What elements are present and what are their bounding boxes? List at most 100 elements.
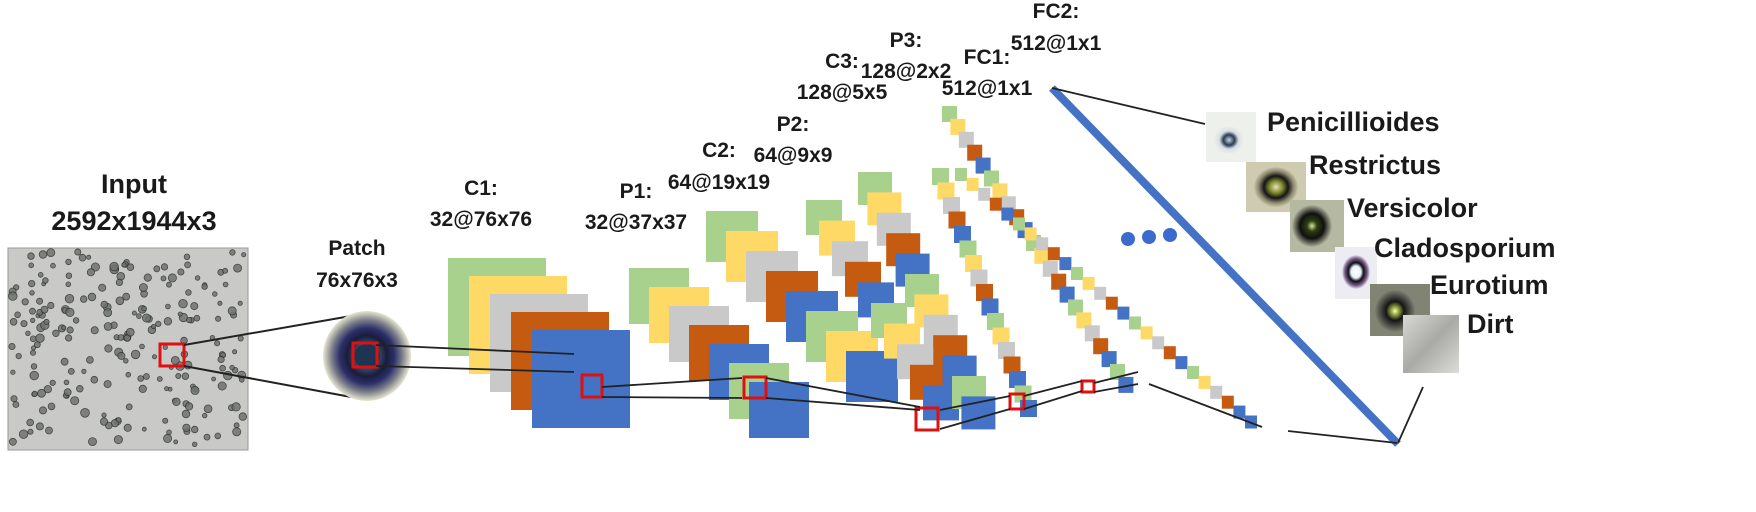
- fc2-feature-map: [1198, 375, 1211, 389]
- micrograph-cell: [166, 281, 172, 288]
- fc2-feature-map: [989, 197, 1002, 211]
- micrograph-cell: [8, 291, 18, 301]
- fc1-feature-map: [1118, 376, 1134, 393]
- micrograph-cell: [90, 326, 99, 335]
- micrograph-cell: [37, 388, 46, 398]
- micrograph-cell: [217, 355, 225, 364]
- micrograph-cell: [30, 345, 36, 351]
- micrograph-cell: [203, 433, 211, 441]
- micrograph-cell: [163, 433, 173, 443]
- micrograph-cell: [90, 262, 100, 272]
- micrograph-cell: [239, 376, 245, 383]
- micrograph-cell: [8, 342, 16, 350]
- micrograph-cell: [61, 325, 67, 331]
- micrograph-cell: [137, 375, 145, 382]
- fc1-feature-map: [958, 131, 974, 148]
- micrograph-cell: [116, 417, 122, 423]
- micrograph-cell: [26, 418, 35, 427]
- micrograph-cell: [63, 379, 70, 386]
- fc2-feature-map: [1001, 207, 1014, 221]
- micrograph-cell: [14, 311, 21, 319]
- micrograph-cell: [237, 335, 244, 342]
- micrograph-cell: [30, 317, 36, 323]
- p3-feature-map: [932, 168, 949, 185]
- micrograph-cell: [103, 380, 112, 389]
- micrograph-cell: [162, 344, 168, 350]
- p3-feature-map: [943, 197, 960, 214]
- c2-shape: 64@19x19: [668, 171, 770, 194]
- micrograph-cell: [121, 262, 127, 268]
- micrograph-cell: [167, 273, 177, 283]
- micrograph-cell: [123, 358, 129, 364]
- micrograph-cell: [131, 310, 137, 316]
- p1-name: P1:: [620, 180, 653, 203]
- micrograph-cell: [139, 343, 145, 350]
- micrograph-cell: [29, 290, 35, 296]
- micrograph-cell: [72, 317, 80, 324]
- fc2-feature-map: [978, 187, 991, 201]
- micrograph-cell: [45, 426, 53, 435]
- fc1-feature-map: [1034, 247, 1050, 264]
- micrograph-cell: [47, 402, 56, 411]
- fc2-feature-map: [1129, 316, 1141, 330]
- p3-feature-map: [954, 226, 971, 243]
- fc2-feature-map: [1117, 306, 1130, 320]
- micrograph-cell: [241, 252, 247, 258]
- filter-marker: [742, 375, 768, 400]
- input-micrograph: [7, 247, 249, 451]
- micrograph-cell: [66, 326, 74, 334]
- micrograph-cell: [90, 375, 99, 384]
- p3-stack: [932, 168, 1037, 417]
- micrograph-cell: [153, 265, 161, 273]
- micrograph-cell: [86, 254, 92, 260]
- micrograph-cell: [232, 349, 238, 355]
- input-to-patch-line-top: [183, 315, 352, 346]
- micrograph-cell: [38, 250, 48, 259]
- fc2-feature-map: [1024, 227, 1037, 241]
- micrograph-cells: [8, 248, 247, 447]
- micrograph-cell: [130, 349, 141, 360]
- p3-feature-map: [976, 284, 993, 301]
- micrograph-cell: [67, 367, 75, 375]
- micrograph-cell: [15, 352, 22, 360]
- micrograph-cell: [155, 320, 162, 327]
- micrograph-cell: [138, 384, 147, 393]
- micrograph-cell: [160, 275, 167, 282]
- fc2-feature-map: [1187, 366, 1199, 379]
- micrograph-cell: [141, 305, 147, 312]
- c1-stack: [448, 258, 630, 428]
- fc2-feature-map: [1152, 336, 1165, 350]
- micrograph-cell: [43, 318, 50, 325]
- p3-feature-map: [998, 342, 1015, 359]
- fc2-feature-map: [1175, 356, 1188, 370]
- micrograph-cell: [115, 278, 124, 286]
- micrograph-cell: [122, 292, 131, 301]
- fc1-feature-map: [942, 106, 957, 122]
- fc2-feature-map: [1210, 385, 1223, 399]
- micrograph-cell: [65, 334, 73, 342]
- micrograph-cell: [33, 341, 41, 349]
- micrograph-cell: [25, 330, 31, 336]
- micrograph-cell: [20, 320, 28, 328]
- class-label-dirt: Dirt: [1467, 309, 1514, 339]
- micrograph-cell: [86, 268, 95, 277]
- p1-stack: [629, 268, 809, 438]
- micrograph-cell: [79, 295, 88, 303]
- micrograph-cell: [177, 311, 183, 317]
- micrograph-cell: [183, 253, 191, 260]
- p1-shape: 32@37x37: [585, 211, 687, 234]
- micrograph-cell: [233, 263, 243, 273]
- micrograph-cell: [29, 335, 37, 343]
- micrograph-cell: [229, 249, 236, 256]
- micrograph-cell: [201, 412, 208, 419]
- micrograph-cell: [86, 356, 94, 364]
- micrograph-cell: [98, 283, 107, 292]
- micrograph-cell: [104, 344, 113, 353]
- fc1-feature-map: [1101, 351, 1117, 368]
- micrograph-cell: [190, 425, 199, 434]
- micrograph-cell: [116, 271, 126, 281]
- micrograph-cell: [65, 272, 73, 279]
- micrograph-cell: [162, 417, 169, 424]
- fc2-stack: [955, 168, 1257, 429]
